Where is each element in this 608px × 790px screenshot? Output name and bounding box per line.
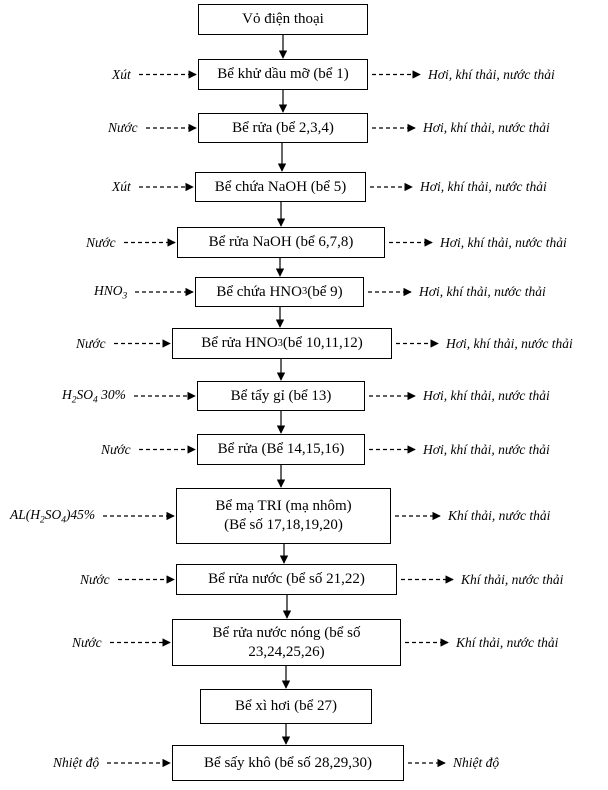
input-label-12: Nước — [72, 634, 102, 650]
input-label-5: Nước — [86, 234, 116, 250]
input-label-6: HNO3 — [94, 282, 128, 302]
process-step-11: Bể rửa nước (bể số 21,22) — [176, 564, 397, 595]
output-label-4: Hơi, khí thải, nước thải — [420, 179, 547, 194]
process-step-4: Bể chứa NaOH (bể 5) — [195, 172, 366, 202]
process-step-5: Bể rửa NaOH (bể 6,7,8) — [177, 227, 385, 258]
output-label-7: Hơi, khí thải, nước thải — [446, 335, 573, 351]
input-label-2: Xút — [112, 66, 131, 82]
input-label-3: Nước — [108, 120, 138, 135]
process-step-10: Bể mạ TRI (mạ nhôm)(Bể số 17,18,19,20) — [176, 488, 391, 544]
output-label-8: Hơi, khí thải, nước thải — [423, 388, 550, 403]
input-label-10: AL(H2SO4)45% — [10, 506, 96, 526]
process-step-8: Bể tẩy gỉ (bể 13) — [197, 381, 365, 411]
process-step-14: Bể sấy khô (bể số 28,29,30) — [172, 745, 404, 781]
output-label-5: Hơi, khí thải, nước thải — [440, 234, 567, 250]
process-step-13: Bể xì hơi (bể 27) — [200, 689, 372, 724]
output-label-11: Khí thải, nước thải — [461, 571, 564, 587]
input-label-11: Nước — [80, 571, 110, 587]
process-step-3: Bể rửa (bể 2,3,4) — [198, 113, 368, 143]
input-label-8: H2SO4 30% — [62, 386, 126, 406]
output-label-9: Hơi, khí thải, nước thải — [423, 441, 550, 457]
process-step-9: Bể rửa (Bể 14,15,16) — [197, 434, 365, 465]
process-step-2: Bể khử dầu mỡ (bể 1) — [198, 59, 368, 90]
output-label-6: Hơi, khí thải, nước thải — [419, 284, 546, 299]
output-label-12: Khí thải, nước thải — [456, 634, 559, 650]
input-label-4: Xút — [112, 179, 131, 194]
input-label-9: Nước — [101, 441, 131, 457]
process-step-1: Vỏ điện thoại — [198, 4, 368, 35]
output-label-10: Khí thải, nước thải — [448, 508, 551, 523]
output-label-14: Nhiệt độ — [453, 755, 500, 770]
input-label-14: Nhiệt độ — [53, 755, 100, 770]
output-label-2: Hơi, khí thải, nước thải — [428, 66, 555, 82]
output-label-3: Hơi, khí thải, nước thải — [423, 120, 550, 135]
input-label-7: Nước — [76, 335, 106, 351]
